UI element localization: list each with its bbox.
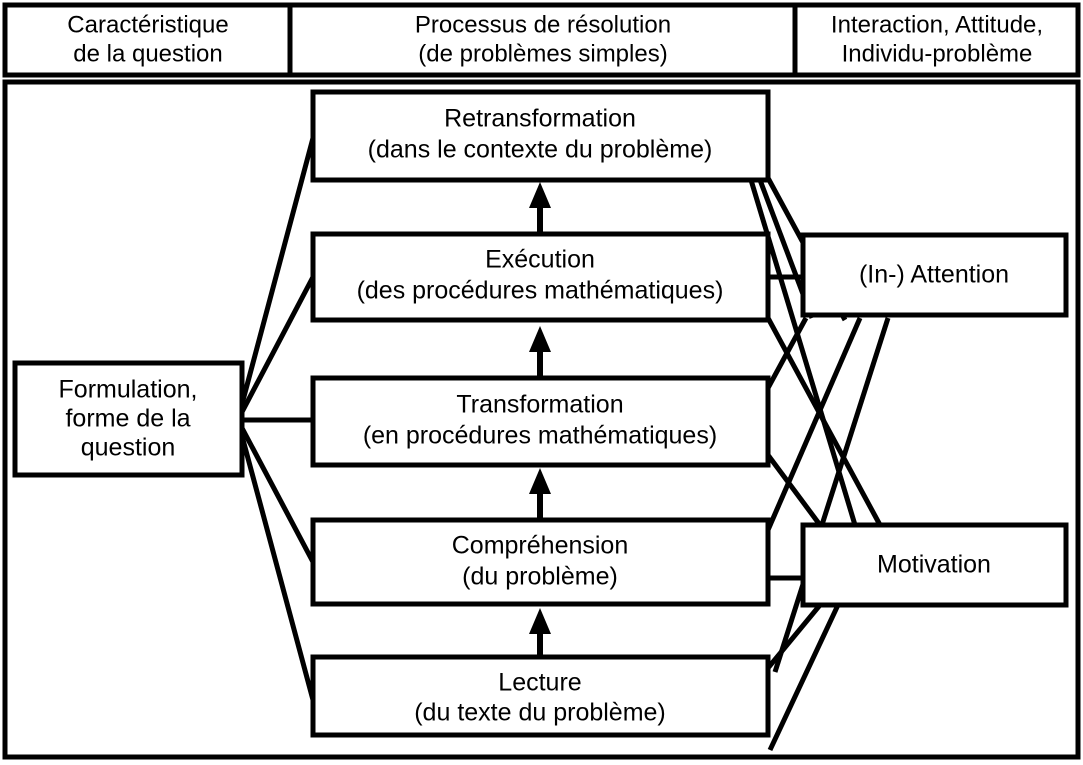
connector-motivation-tail [767,603,841,752]
header-col-process-line2: (de problèmes simples) [418,40,667,67]
node-transformation-line1: Transformation [456,391,623,419]
node-formulation-box[interactable] [12,360,245,478]
process-flow-arrows [529,182,551,656]
connector-transformation-attention [765,316,809,390]
node-transformation-line2: (en procédures mathématiques) [363,422,717,450]
connector-formulation-retransformation [239,137,316,405]
node-execution[interactable]: Exécution (des procédures mathématiques) [310,231,771,323]
connector-comprehension-attention [765,317,863,531]
node-formulation[interactable]: Formulation, forme de la question [12,360,245,478]
node-retransformation-box[interactable] [310,89,771,183]
node-comprehension-line1: Compréhension [452,532,629,560]
connector-lecture-attention [772,317,891,673]
formulation-connector-group [239,137,316,701]
connector-lecture-motivation [766,603,822,670]
node-transformation[interactable]: Transformation (en procédures mathématiq… [310,375,771,468]
node-lecture-line1: Lecture [498,669,581,697]
node-lecture-line2: (du texte du problème) [414,699,666,727]
node-comprehension[interactable]: Compréhension (du problème) [310,517,771,607]
header-col-interaction-line1: Interaction, Attitude, [831,11,1043,38]
arrow-head-comprehension-to-transformation [529,468,551,494]
node-motivation-label: Motivation [877,551,991,579]
node-execution-line2: (des procédures mathématiques) [357,277,724,305]
node-formulation-line3: question [81,434,176,462]
connector-transformation-motivation [765,453,823,527]
node-transformation-box[interactable] [310,375,771,468]
node-comprehension-box[interactable] [310,517,771,607]
header-col-process-line1: Processus de résolution [415,11,671,38]
node-execution-box[interactable] [310,231,771,323]
node-formulation-line2: forme de la [65,405,190,433]
node-comprehension-line2: (du problème) [462,563,618,591]
node-attention[interactable]: (In-) Attention [800,232,1069,318]
connector-formulation-lecture [239,435,316,701]
node-motivation-box[interactable] [800,522,1069,608]
node-retransformation-line2: (dans le contexte du problème) [368,136,713,164]
node-formulation-line1: Formulation, [59,376,198,404]
arrow-head-transformation-to-execution [529,326,551,352]
header-col-interaction-line2: Individu-problème [842,40,1033,67]
arrow-head-execution-to-retransformation [529,182,551,208]
node-lecture-box[interactable] [310,654,771,738]
header-band [2,2,1081,78]
header-col-question-line1: Caractéristique [67,11,228,38]
arrow-head-lecture-to-comprehension [529,608,551,634]
connector-formulation-execution [239,275,316,414]
node-lecture[interactable]: Lecture (du texte du problème) [310,654,771,738]
node-retransformation-line1: Retransformation [444,105,636,133]
node-attention-label: (In-) Attention [859,261,1009,289]
node-retransformation[interactable]: Retransformation (dans le contexte du pr… [310,89,771,183]
node-attention-box[interactable] [800,232,1069,318]
node-motivation[interactable]: Motivation [800,522,1069,608]
connector-formulation-comprehension [239,426,316,564]
node-execution-line1: Exécution [485,246,595,274]
header-col-question-line2: de la question [73,40,222,67]
